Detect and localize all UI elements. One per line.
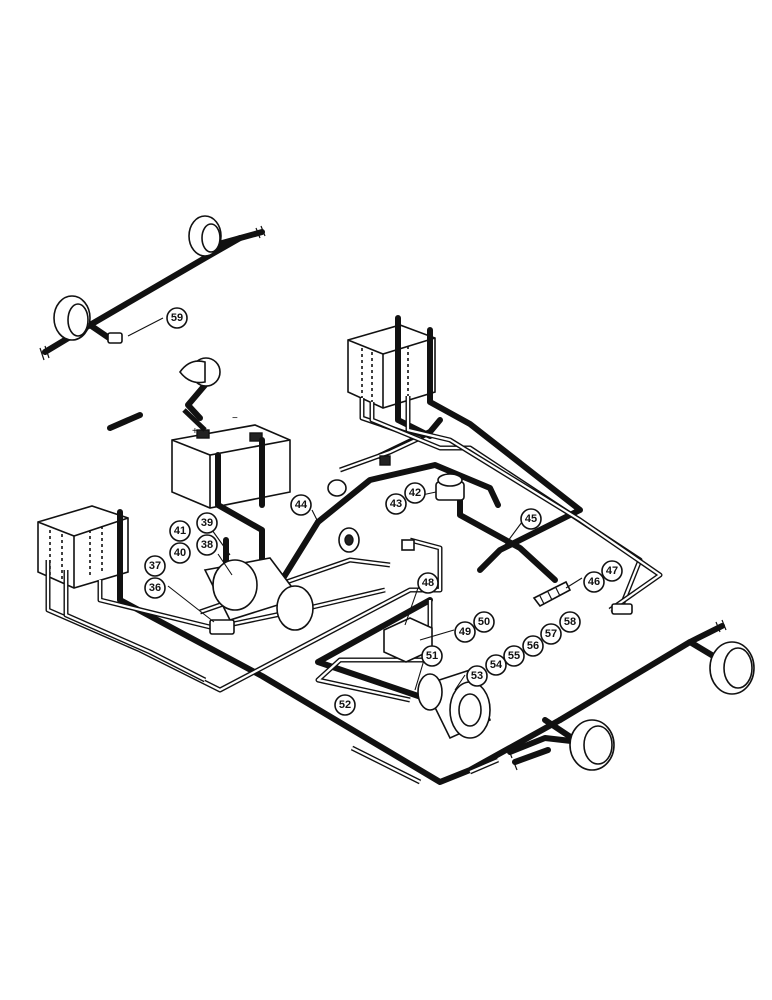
main-harness-left: [117, 509, 563, 785]
battery: + −: [171, 413, 291, 509]
callout-37: 37: [144, 555, 166, 577]
callout-56: 56: [522, 635, 544, 657]
svg-text:42: 42: [409, 487, 421, 499]
horn-wire: [185, 382, 208, 421]
svg-text:49: 49: [459, 626, 471, 638]
svg-text:44: 44: [295, 499, 308, 511]
svg-text:53: 53: [471, 670, 483, 682]
rear-light-left: [569, 719, 615, 771]
generator: [417, 669, 492, 740]
ground-strap: [107, 412, 143, 431]
battery-negative-label: −: [232, 413, 238, 424]
svg-text:59: 59: [171, 312, 183, 324]
front-light-right: [188, 215, 222, 257]
front-light-left: [53, 295, 91, 341]
callout-59: 59: [166, 307, 188, 329]
svg-text:55: 55: [508, 650, 520, 662]
callout-50: 50: [473, 611, 495, 633]
rear-light-assembly: [507, 619, 755, 771]
front-light-assembly: [39, 215, 266, 361]
svg-text:48: 48: [422, 577, 434, 589]
loose-wire-ends: [350, 745, 499, 785]
svg-text:39: 39: [201, 517, 213, 529]
callout-40: 40: [169, 542, 191, 564]
callout-52: 52: [334, 694, 356, 716]
svg-text:50: 50: [478, 616, 490, 628]
callout-42: 42: [404, 482, 426, 504]
battery-positive-label: +: [192, 426, 198, 437]
callout-41: 41: [169, 520, 191, 542]
svg-text:38: 38: [201, 539, 213, 551]
callout-55: 55: [503, 645, 525, 667]
callout-45: 45: [520, 508, 542, 530]
svg-text:52: 52: [339, 699, 351, 711]
callout-51: 51: [421, 645, 443, 667]
svg-text:40: 40: [174, 547, 186, 559]
callout-57: 57: [540, 623, 562, 645]
horn-assembly: [179, 357, 221, 421]
svg-text:45: 45: [525, 513, 537, 525]
harness-44: [315, 462, 501, 525]
front-light-connector: [107, 332, 123, 344]
rear-light-wire-upper: [557, 623, 725, 723]
callout-58: 58: [559, 611, 581, 633]
sender-47: [611, 603, 633, 615]
harness-45: [457, 495, 558, 583]
svg-text:37: 37: [149, 560, 161, 572]
sender-43: [327, 455, 391, 497]
right-rear-lamp-box: [347, 324, 436, 409]
svg-text:58: 58: [564, 616, 576, 628]
svg-text:54: 54: [490, 659, 503, 671]
circuit-breaker-41: [338, 527, 415, 553]
harness-44-lower: [279, 519, 321, 583]
callout-43: 43: [385, 493, 407, 515]
svg-text:56: 56: [527, 640, 539, 652]
rear-light-wire-lower: [507, 735, 583, 755]
starter-motor: [203, 557, 314, 635]
rear-light-right: [709, 641, 755, 695]
callout-44: 44: [290, 494, 312, 516]
svg-text:36: 36: [149, 582, 161, 594]
harness-52: [315, 597, 433, 703]
callout-48: 48: [417, 572, 439, 594]
svg-text:46: 46: [588, 576, 600, 588]
svg-text:51: 51: [426, 650, 438, 662]
callout-39: 39: [196, 512, 218, 534]
right-box-feed-b: [427, 327, 583, 573]
svg-text:43: 43: [390, 498, 402, 510]
callout-36: 36: [144, 577, 166, 599]
left-rear-lamp-box: [37, 505, 129, 589]
leader-lines: [127, 317, 583, 691]
lighting-switch-42: [435, 473, 465, 501]
callout-54: 54: [485, 654, 507, 676]
svg-text:41: 41: [174, 525, 186, 537]
sender-46: [532, 580, 572, 608]
callout-53: 53: [466, 665, 488, 687]
callout-47: 47: [601, 560, 623, 582]
callout-46: 46: [583, 571, 605, 593]
rear-light-ground: [512, 747, 551, 765]
svg-text:57: 57: [545, 628, 557, 640]
callout-49: 49: [454, 621, 476, 643]
callout-38: 38: [196, 534, 218, 556]
svg-text:47: 47: [606, 565, 618, 577]
starter-solenoid: [209, 619, 235, 635]
rear-light-feed: [542, 717, 578, 743]
front-light-ground-wire: [212, 229, 265, 248]
